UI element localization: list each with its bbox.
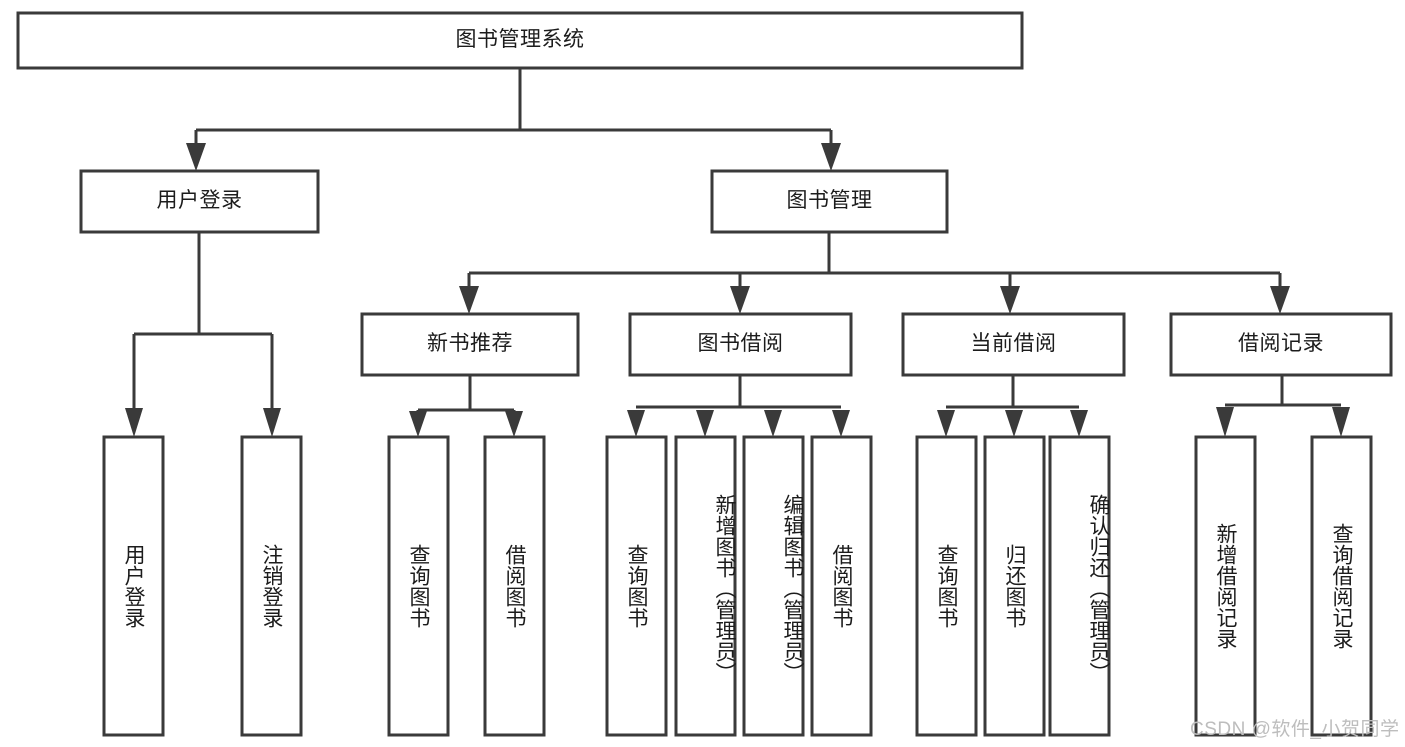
node-box-leaf-borrow-2[interactable]	[674, 435, 737, 737]
arrow-head-user-login	[186, 143, 206, 171]
arrow-head-leaf-borrow-1	[627, 410, 645, 437]
node-box-new-book-recommend[interactable]	[360, 312, 580, 377]
arrow-head-leaf-current-3	[1070, 410, 1088, 437]
arrow-head-leaf-current-1	[937, 410, 955, 437]
arrow-head-leaf-user-login-2	[263, 408, 281, 437]
arrow-head-new-book-recommend	[459, 286, 479, 314]
node-box-leaf-user-login-1[interactable]	[102, 435, 165, 737]
arrow-head-leaf-borrow-4	[832, 410, 850, 437]
csdn-watermark: CSDN @软件_小贺同学	[1190, 719, 1400, 740]
node-box-leaf-current-1[interactable]	[915, 435, 978, 737]
node-box-leaf-current-3[interactable]	[1048, 435, 1111, 737]
arrow-head-leaf-borrow-2	[696, 410, 714, 437]
arrow-head-leaf-borrow-3	[764, 410, 782, 437]
arrow-head-leaf-recommend-1	[409, 411, 427, 437]
node-box-root[interactable]	[16, 11, 1024, 70]
arrow-head-leaf-record-2	[1332, 407, 1350, 437]
node-box-leaf-record-1[interactable]	[1194, 435, 1257, 737]
node-box-leaf-borrow-1[interactable]	[605, 435, 668, 737]
node-box-leaf-current-2[interactable]	[983, 435, 1046, 737]
node-box-book-borrow[interactable]	[628, 312, 853, 377]
arrow-head-book-borrow	[730, 286, 750, 314]
node-box-book-management[interactable]	[710, 169, 949, 234]
node-box-user-login[interactable]	[79, 169, 320, 234]
arrow-head-current-borrow	[1000, 286, 1020, 314]
node-box-leaf-recommend-2[interactable]	[483, 435, 546, 737]
node-box-leaf-borrow-3[interactable]	[742, 435, 805, 737]
arrow-head-borrow-record	[1270, 286, 1290, 314]
node-box-current-borrow[interactable]	[901, 312, 1126, 377]
node-box-leaf-record-2[interactable]	[1310, 435, 1373, 737]
node-box-borrow-record[interactable]	[1169, 312, 1393, 377]
arrow-head-leaf-user-login-1	[125, 408, 143, 437]
node-box-leaf-user-login-2[interactable]	[240, 435, 303, 737]
arrow-head-leaf-recommend-2	[505, 411, 523, 437]
node-box-leaf-recommend-1[interactable]	[387, 435, 450, 737]
arrow-head-book-management	[821, 143, 841, 171]
arrow-head-leaf-record-1	[1216, 407, 1234, 437]
node-box-leaf-borrow-4[interactable]	[810, 435, 873, 737]
arrow-head-leaf-current-2	[1005, 410, 1023, 437]
